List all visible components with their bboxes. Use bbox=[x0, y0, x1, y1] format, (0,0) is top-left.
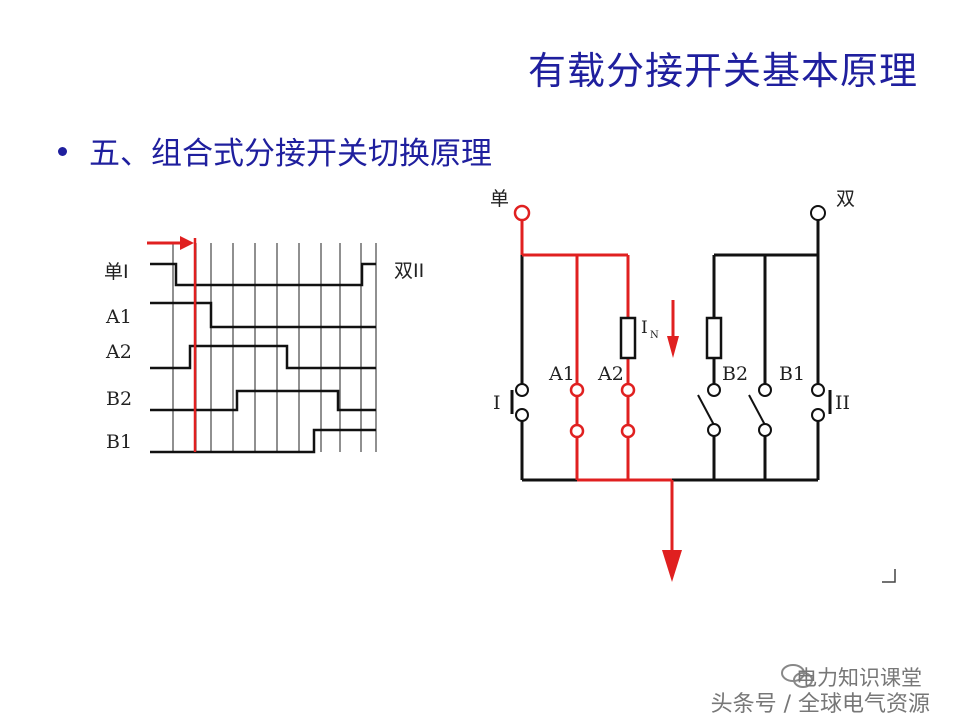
corner-mark bbox=[882, 569, 896, 583]
circuit-label-ii: II bbox=[835, 392, 850, 414]
timing-label-double: 双II bbox=[394, 260, 424, 282]
output-arrow-icon bbox=[662, 550, 682, 582]
wave-b1 bbox=[150, 428, 376, 454]
timing-label-b1: B1 bbox=[106, 431, 132, 453]
circuit-label-a2: A2 bbox=[597, 363, 624, 385]
circuit-label-single: 单 bbox=[490, 188, 509, 210]
wave-a1 bbox=[150, 301, 376, 329]
wave-single-double bbox=[150, 262, 376, 287]
timing-diagram: 单I 双II A1 A2 B2 B1 bbox=[104, 236, 424, 454]
timing-label-single: 单I bbox=[104, 261, 129, 283]
circuit-label-double: 双 bbox=[836, 188, 855, 210]
circuit-label-i: I bbox=[493, 392, 501, 414]
bullet-item: 五、组合式分接开关切换原理 bbox=[58, 128, 492, 173]
timing-label-a1: A1 bbox=[105, 306, 132, 328]
wechat-logo-icon bbox=[781, 664, 813, 688]
circuit-label-b2: B2 bbox=[722, 363, 748, 385]
time-arrow-icon bbox=[147, 236, 194, 250]
resistor-a2 bbox=[619, 316, 637, 360]
terminal-single bbox=[513, 204, 531, 222]
timing-label-b2: B2 bbox=[106, 388, 132, 410]
bullet-text: 五、组合式分接开关切换原理 bbox=[89, 136, 492, 172]
circuit-label-a1: A1 bbox=[548, 363, 575, 385]
watermark-line1: 电力知识课堂 bbox=[796, 666, 922, 690]
slide-title: 有载分接开关基本原理 bbox=[527, 49, 918, 93]
bullet-dot-icon bbox=[58, 147, 67, 156]
wave-b2 bbox=[150, 389, 376, 412]
watermark-line2: 头条号 / 全球电气资源 bbox=[710, 692, 930, 717]
wave-a2 bbox=[150, 344, 376, 370]
timing-grid bbox=[172, 243, 377, 452]
resistor-b2 bbox=[705, 316, 723, 360]
current-label-n: N bbox=[650, 330, 659, 341]
timing-label-a2: A2 bbox=[105, 341, 132, 363]
circuit-label-b1: B1 bbox=[779, 363, 805, 385]
current-label-i: I bbox=[641, 318, 648, 338]
current-direction-arrow-icon bbox=[667, 336, 679, 358]
terminal-double bbox=[810, 205, 826, 221]
circuit-diagram: 单 双 I II A1 A2 B2 B1 I N bbox=[490, 188, 855, 582]
